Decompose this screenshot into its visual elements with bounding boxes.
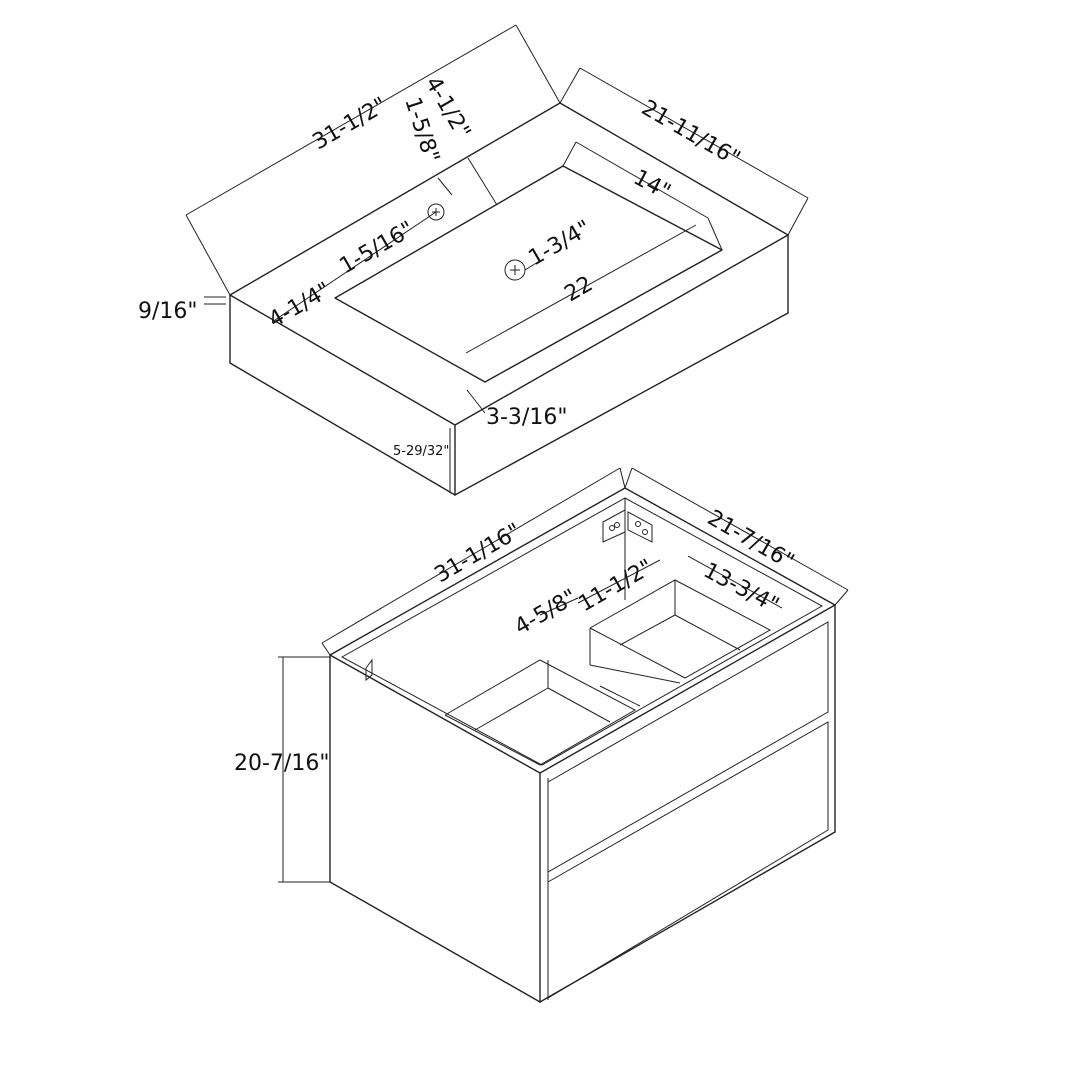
basin-bowl-length-label: 22: [561, 272, 598, 308]
basin-bottom-left: [229, 362, 456, 496]
cabinet-width-label: 31-1/16": [431, 519, 526, 588]
basin-rim-thickness-label: 9/16": [138, 299, 198, 324]
mounting-bracket-icon: [602, 509, 653, 543]
left-drawer-box: [444, 659, 637, 766]
basin-drain-depth-label: 1-3/4": [525, 216, 596, 271]
dim-drain-side-line: [274, 211, 437, 321]
basin-bowl-width-label: 14": [629, 165, 674, 205]
dim-basin-depth-line: [579, 67, 809, 199]
dim-basin-length-ext2: [515, 24, 561, 104]
cabinet-left-bottom-edge: [329, 881, 541, 1003]
basin-bowl-inner-edge: [484, 249, 723, 383]
dim-bowl-width-ext2: [707, 217, 723, 251]
basin-height-label: 5-29/32": [393, 444, 449, 459]
dim-bowl-width-ext1: [562, 141, 577, 167]
basin-rim-front-label: 3-3/16": [486, 405, 567, 430]
dim-cabinet-width-line: [321, 467, 621, 644]
cabinet-drawing: 31-1/16" 21-7/16" 20-7/16" 4-5/8" 11-1/2…: [234, 467, 849, 1003]
right-drawer-inner-3: [674, 614, 741, 651]
basin-depth-label: 21-11/16": [637, 96, 744, 172]
dim-basin-length-ext1: [185, 214, 231, 296]
drawer-depth-label: 13-3/4": [699, 558, 783, 618]
dim-cabinet-depth-ext1: [624, 467, 633, 489]
right-drawer-inner-2: [619, 614, 676, 646]
left-bracket-icon: [365, 658, 373, 682]
right-drawer-box: [589, 579, 772, 679]
basin-length-label: 31-1/2": [309, 93, 392, 155]
drawer-width-label: 11-1/2": [575, 555, 658, 617]
dim-basin-depth-ext1: [559, 67, 581, 104]
dim-cabinet-width-ext2: [619, 467, 626, 489]
dim-cabinet-depth-ext2: [834, 589, 849, 606]
dim-drain-depth-leader: [524, 261, 539, 271]
basin-faucet-hole: [427, 203, 445, 221]
dim-drain-back-line: [437, 177, 453, 196]
dim-rim-front-line: [466, 389, 486, 414]
right-drawer-front-bottom: [589, 664, 681, 684]
dim-bowl-width-line: [575, 141, 709, 219]
dim-drawer-width-line: [577, 559, 661, 604]
dim-basin-length-line: [185, 24, 517, 216]
drawer-front-top: [547, 621, 829, 873]
basin-bottom-right: [454, 312, 789, 496]
dim-bowl-length-line: [465, 224, 697, 354]
dim-drawer-gap-line: [539, 597, 579, 616]
dim-cabinet-width-ext1: [321, 642, 331, 656]
cabinet-height-label: 20-7/16": [234, 751, 329, 776]
left-drawer-inner-3: [547, 687, 611, 723]
dim-basin-depth-ext2: [787, 197, 809, 236]
basin-rim-side-label: 4-1/4": [265, 278, 336, 333]
cabinet-top-inner: [340, 497, 824, 766]
left-drawer-inner-1: [474, 687, 549, 731]
drawer-front-bottom: [547, 721, 829, 999]
dim-drawer-depth-line: [687, 555, 783, 609]
cabinet-divider-rail: [599, 685, 641, 707]
dim-cabinet-depth-line: [631, 467, 849, 591]
drawer-gap-label: 4-5/8": [511, 585, 582, 640]
dim-rim-back-line: [467, 157, 498, 206]
basin-drawing: 31-1/2" 21-11/16" 4-1/2" 1-5/8" 1-5/16" …: [138, 24, 809, 496]
